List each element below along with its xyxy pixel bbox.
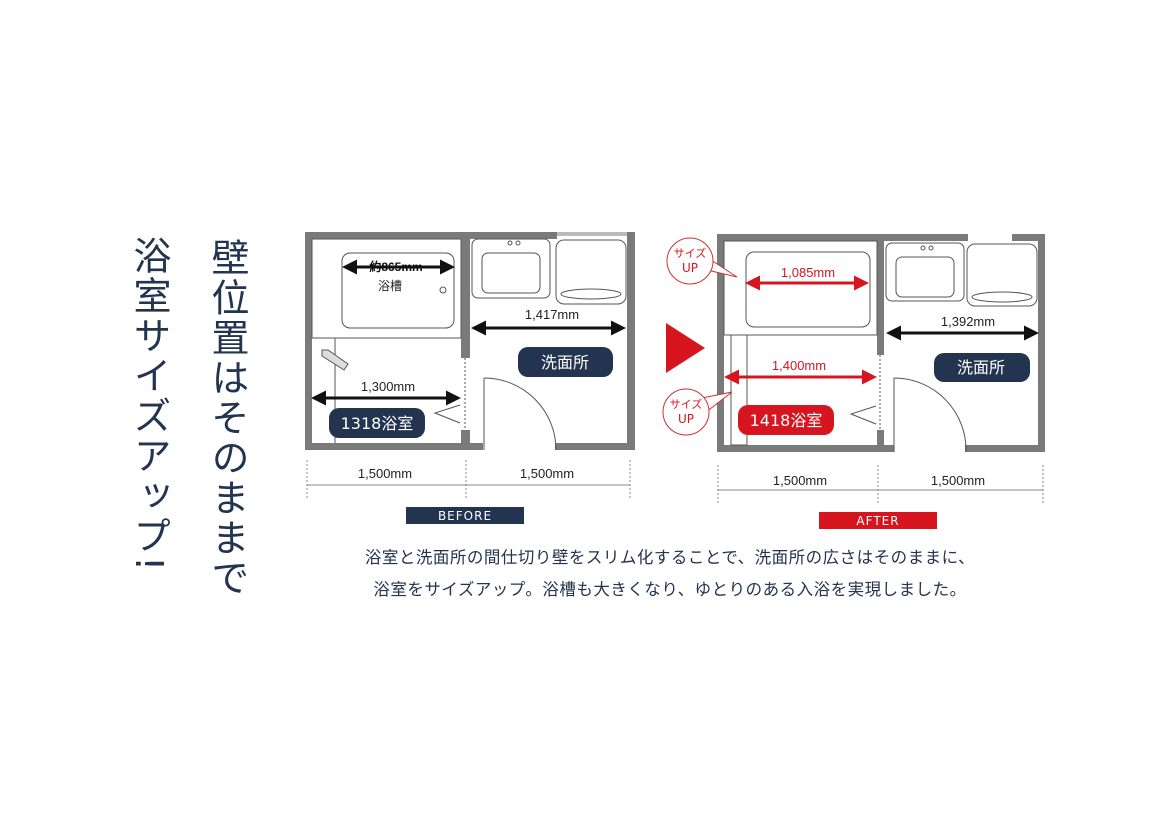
before-bathroom-width: 1,300mm xyxy=(361,379,415,394)
caption-line-2: 浴室をサイズアップ。浴槽も大きくなり、ゆとりのある入浴を実現しました。 xyxy=(373,580,967,599)
after-dimension-line xyxy=(717,465,1044,505)
before-sink xyxy=(471,238,551,299)
size-up-bubble-2: サイズ UP xyxy=(662,388,733,436)
before-bathroom-badge-text: 1318浴室 xyxy=(341,414,414,433)
size-up-text: UP xyxy=(678,412,694,426)
before-label-box xyxy=(406,507,524,524)
before-tub-label: 浴槽 xyxy=(378,279,402,293)
shower-faucet-icon xyxy=(321,349,349,371)
after-dim-right: 1,500mm xyxy=(931,473,985,488)
size-up-text: サイズ xyxy=(670,397,703,411)
before-tub-width: 約865mm xyxy=(369,259,422,274)
after-plan: 1,085mm 1,392mm 1,400mm 1418浴室 洗面所 サイズ U… xyxy=(662,234,1045,529)
before-plan: 約865mm 浴槽 1,417mm 1,300mm 1318浴室 洗面所 1,5… xyxy=(305,232,635,524)
after-washroom-badge-text: 洗面所 xyxy=(957,358,1005,377)
main-title: 浴室サイズアップ! xyxy=(127,236,171,574)
after-washer xyxy=(966,243,1038,307)
size-up-text: サイズ xyxy=(674,246,707,260)
after-tub-frame xyxy=(723,240,878,336)
before-dim-right: 1,500mm xyxy=(520,466,574,481)
after-label-box xyxy=(819,512,937,529)
after-tub xyxy=(745,251,871,328)
before-washroom-width: 1,417mm xyxy=(525,307,579,322)
door-fold-icon xyxy=(849,405,877,425)
before-washer xyxy=(555,239,627,305)
before-bathroom-badge xyxy=(329,408,425,438)
door-fold-icon xyxy=(433,404,461,424)
caption-line-1: 浴室と洗面所の間仕切り壁をスリム化することで、洗面所の広さはそのままに、 xyxy=(364,548,976,567)
before-dim-left: 1,500mm xyxy=(358,466,412,481)
before-tub xyxy=(341,252,455,329)
size-up-bubble-1: サイズ UP xyxy=(666,237,738,285)
before-washroom-badge xyxy=(518,347,613,377)
sub-title: 壁位置はそのままで xyxy=(205,238,249,598)
size-up-text: UP xyxy=(682,261,698,275)
before-walls xyxy=(305,232,635,450)
after-washroom-width: 1,392mm xyxy=(941,314,995,329)
after-sink xyxy=(885,242,965,302)
before-tub-frame xyxy=(311,238,462,339)
after-bathroom-badge xyxy=(738,405,834,435)
after-bathroom-badge-text: 1418浴室 xyxy=(750,411,823,430)
after-bathroom-width: 1,400mm xyxy=(772,358,826,373)
after-tub-width: 1,085mm xyxy=(781,265,835,280)
before-label: BEFORE xyxy=(438,509,492,523)
after-washroom-badge xyxy=(934,353,1030,382)
after-label: AFTER xyxy=(856,514,899,528)
after-dim-left: 1,500mm xyxy=(773,473,827,488)
before-dimension-line xyxy=(306,460,631,500)
before-washroom-badge-text: 洗面所 xyxy=(541,353,589,372)
after-walls xyxy=(717,234,1045,452)
arrow-right-icon xyxy=(666,323,705,373)
